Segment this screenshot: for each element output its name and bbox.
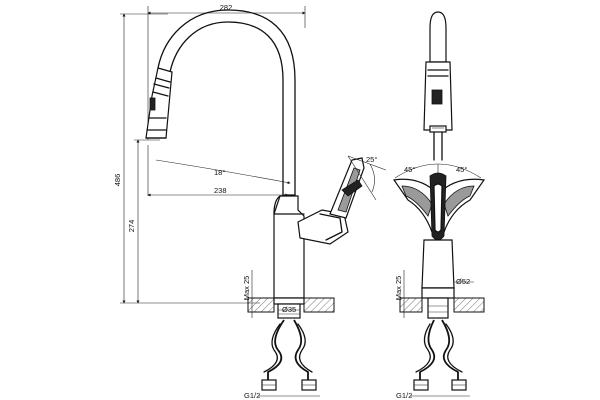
countertop-section-right [399,287,485,319]
thread-label-left: G1/2 [244,391,320,400]
dimension-label-45-right: 45° [456,165,467,174]
dimension-label-274: 274 [127,220,136,233]
thread-right: G1/2 [396,391,412,400]
supply-hoses-right [413,319,467,391]
gooseneck-spout [157,9,296,196]
dimension-max-deck-left: Max 25 [242,270,253,318]
dimension-max-deck-right: Max 25 [394,270,405,318]
dimension-height-spout: 274 [127,139,160,304]
front-handle [392,172,486,241]
front-spray-button [431,89,443,105]
dimension-spout-reach: 238 [147,186,289,197]
dimension-label-52: Ø52 [456,277,470,286]
dimension-label-238: 238 [214,186,227,195]
dimension-label-max25-right: Max 25 [394,276,403,301]
dimension-label-45-left: 45° [404,165,415,174]
dimension-label-25: 25° [366,155,377,164]
dimension-label-486: 486 [113,174,122,187]
front-body: Ø52 [421,239,474,289]
countertop-section-left: Ø35 [247,297,335,319]
thread-left: G1/2 [244,391,260,400]
supply-hoses-left [261,319,317,391]
lever-handle [297,157,365,245]
dimension-spout-angle: 18° [147,145,291,196]
faucet-body [273,195,305,299]
dimension-label-18: 18° [214,168,225,177]
dimension-width-top: 282 [147,3,306,140]
dimension-handle-angle: 25° [347,155,387,201]
spray-head [145,67,173,139]
dimension-height-total: 486 [113,13,168,304]
thread-label-right: G1/2 [396,391,470,400]
side-view: 282 486 274 [113,3,387,400]
dimension-label-hole: Ø35 [282,305,296,314]
spray-toggle-button [149,97,156,111]
front-view: 45° 45° Ø52 M [392,11,486,400]
front-spout [423,11,453,161]
dimension-label-max25-left: Max 25 [242,276,251,301]
dimension-label-282: 282 [220,3,233,12]
